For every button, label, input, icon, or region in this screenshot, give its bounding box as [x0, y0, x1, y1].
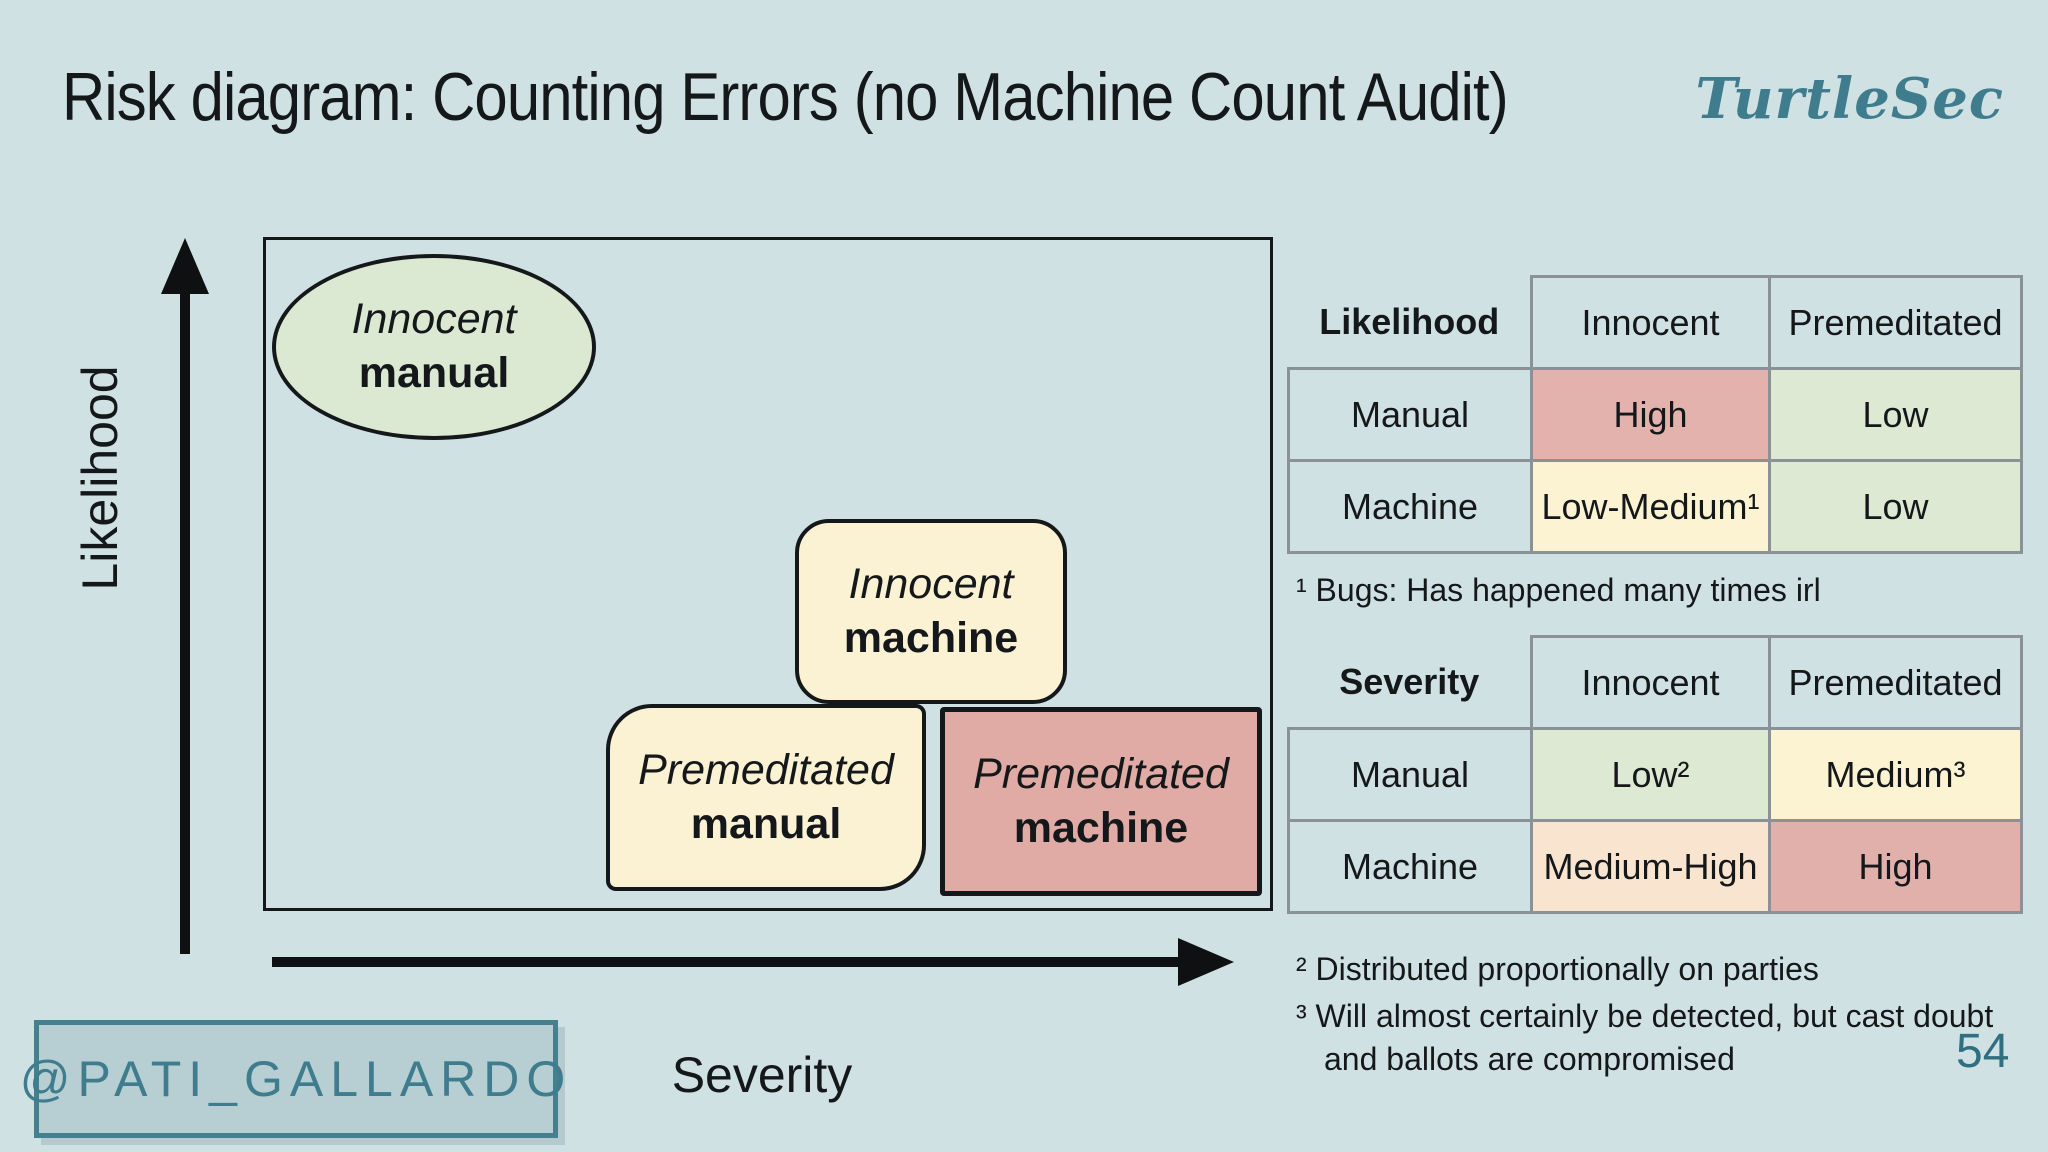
handle-text: @PATI_GALLARDO	[19, 1051, 573, 1107]
likelihood-row-label-machine: Machine	[1287, 459, 1533, 554]
node-label-line1: Premeditated	[638, 745, 894, 794]
footnote-1: ¹ Bugs: Has happened many times irl	[1296, 572, 1821, 608]
likelihood-table: Likelihood Innocent Premeditated Manual …	[1287, 275, 2023, 554]
likelihood-header-premeditated: Premeditated	[1768, 275, 2023, 370]
handle-badge: @PATI_GALLARDO	[20, 1020, 565, 1138]
severity-cell-machine-premeditated: High	[1768, 819, 2023, 914]
page-number: 54	[1956, 1025, 2010, 1078]
x-axis-arrow	[272, 957, 1180, 967]
likelihood-cell-manual-innocent: High	[1530, 367, 1771, 462]
severity-cell-machine-innocent: Medium-High	[1530, 819, 1771, 914]
node-label-line1: Innocent	[351, 295, 517, 344]
severity-header-innocent: Innocent	[1530, 635, 1771, 730]
likelihood-header-innocent: Innocent	[1530, 275, 1771, 370]
table-row: Machine Low-Medium¹ Low	[1287, 459, 2023, 554]
footnote-2: ² Distributed proportionally on parties	[1296, 951, 1819, 987]
likelihood-cell-machine-innocent: Low-Medium¹	[1530, 459, 1771, 554]
severity-table: Severity Innocent Premeditated Manual Lo…	[1287, 635, 2023, 914]
footnotes-2-3: ² Distributed proportionally on parties …	[1296, 948, 1996, 1086]
x-axis-arrowhead-icon	[1178, 938, 1234, 986]
severity-table-title: Severity	[1339, 660, 1480, 702]
severity-header-premeditated: Premeditated	[1768, 635, 2023, 730]
node-label-line2: manual	[358, 349, 510, 397]
y-axis-label: Likelihood	[72, 365, 128, 591]
y-axis-arrow	[180, 288, 190, 954]
node-label-line2: manual	[690, 799, 842, 848]
table-row: Machine Medium-High High	[1287, 819, 2023, 914]
risk-plot-box	[263, 237, 1273, 911]
brand-logo: TurtleSec	[1695, 66, 2004, 132]
node-label-line1: Innocent	[848, 559, 1014, 608]
node-label-line1: Premeditated	[973, 749, 1229, 798]
likelihood-table-title: Likelihood	[1319, 300, 1500, 342]
footnote-3: ³ Will almost certainly be detected, but…	[1296, 998, 1994, 1078]
likelihood-row-label-manual: Manual	[1287, 367, 1533, 462]
node-premeditated-manual: Premeditated manual	[606, 704, 926, 891]
node-premeditated-machine: Premeditated machine	[940, 707, 1262, 896]
severity-cell-manual-premeditated: Medium³	[1768, 727, 2023, 822]
y-axis-arrowhead-icon	[161, 238, 209, 294]
x-axis-label: Severity	[671, 1047, 853, 1103]
severity-row-label-machine: Machine	[1287, 819, 1533, 914]
node-innocent-manual: Innocent manual	[272, 254, 596, 440]
node-innocent-machine: Innocent machine	[795, 519, 1067, 704]
likelihood-cell-machine-premeditated: Low	[1768, 459, 2023, 554]
node-label-line2: machine	[843, 613, 1019, 662]
table-row: Manual High Low	[1287, 367, 2023, 462]
table-row: Manual Low² Medium³	[1287, 727, 2023, 822]
severity-row-label-manual: Manual	[1287, 727, 1533, 822]
page-title: Risk diagram: Counting Errors (no Machin…	[62, 59, 1509, 135]
severity-cell-manual-innocent: Low²	[1530, 727, 1771, 822]
node-label-line2: machine	[1013, 803, 1189, 852]
likelihood-cell-manual-premeditated: Low	[1768, 367, 2023, 462]
